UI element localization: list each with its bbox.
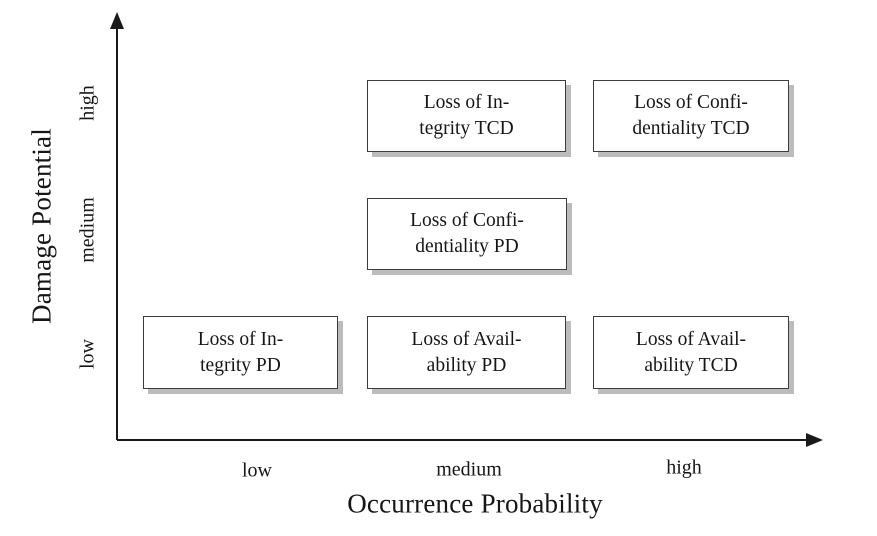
box-text-line: Loss of In-: [423, 92, 510, 113]
box-text-line: dentiality TCD: [632, 118, 750, 139]
box-loss-of-confidentiality-tcd: Loss of Confi- dentiality TCD: [593, 80, 789, 152]
x-axis-arrow-icon: [806, 433, 823, 447]
y-tick-low: low: [77, 339, 100, 369]
box-loss-of-integrity-tcd: Loss of In- tegrity TCD: [367, 80, 566, 152]
box-loss-of-availability-pd: Loss of Avail- ability PD: [367, 316, 566, 389]
box-loss-of-confidentiality-pd: Loss of Confi- dentiality PD: [367, 198, 567, 270]
box-text-line: Loss of Confi-: [634, 92, 748, 113]
y-axis-line: [116, 24, 118, 440]
x-tick-low: low: [242, 459, 272, 482]
box-text-line: tegrity PD: [200, 354, 281, 376]
box-loss-of-integrity-pd: Loss of In- tegrity PD: [143, 316, 338, 389]
y-tick-high-text: high: [76, 85, 99, 121]
y-tick-high: high: [77, 85, 100, 121]
box-text-line: ability PD: [426, 354, 507, 376]
box-text-line: Loss of In-: [197, 328, 284, 350]
y-tick-medium: medium: [77, 197, 100, 263]
box-text-line: Loss of Confi-: [410, 210, 524, 231]
y-tick-medium-text: medium: [76, 197, 99, 263]
y-tick-low-text: low: [76, 339, 99, 369]
y-axis-title: Damage Potential: [27, 128, 58, 324]
x-tick-high: high: [666, 456, 702, 479]
x-tick-medium: medium: [436, 458, 502, 481]
y-axis-arrow-icon: [110, 12, 124, 29]
x-axis-title: Occurrence Probability: [347, 488, 603, 519]
y-axis-title-text: Damage Potential: [26, 128, 57, 324]
x-axis-line: [117, 439, 808, 441]
box-text-line: Loss of Avail-: [635, 328, 747, 350]
box-text-line: ability TCD: [644, 354, 738, 376]
box-loss-of-availability-tcd: Loss of Avail- ability TCD: [593, 316, 789, 389]
box-text-line: dentiality PD: [415, 236, 519, 257]
box-text-line: tegrity TCD: [419, 118, 514, 139]
box-text-line: Loss of Avail-: [411, 328, 522, 350]
